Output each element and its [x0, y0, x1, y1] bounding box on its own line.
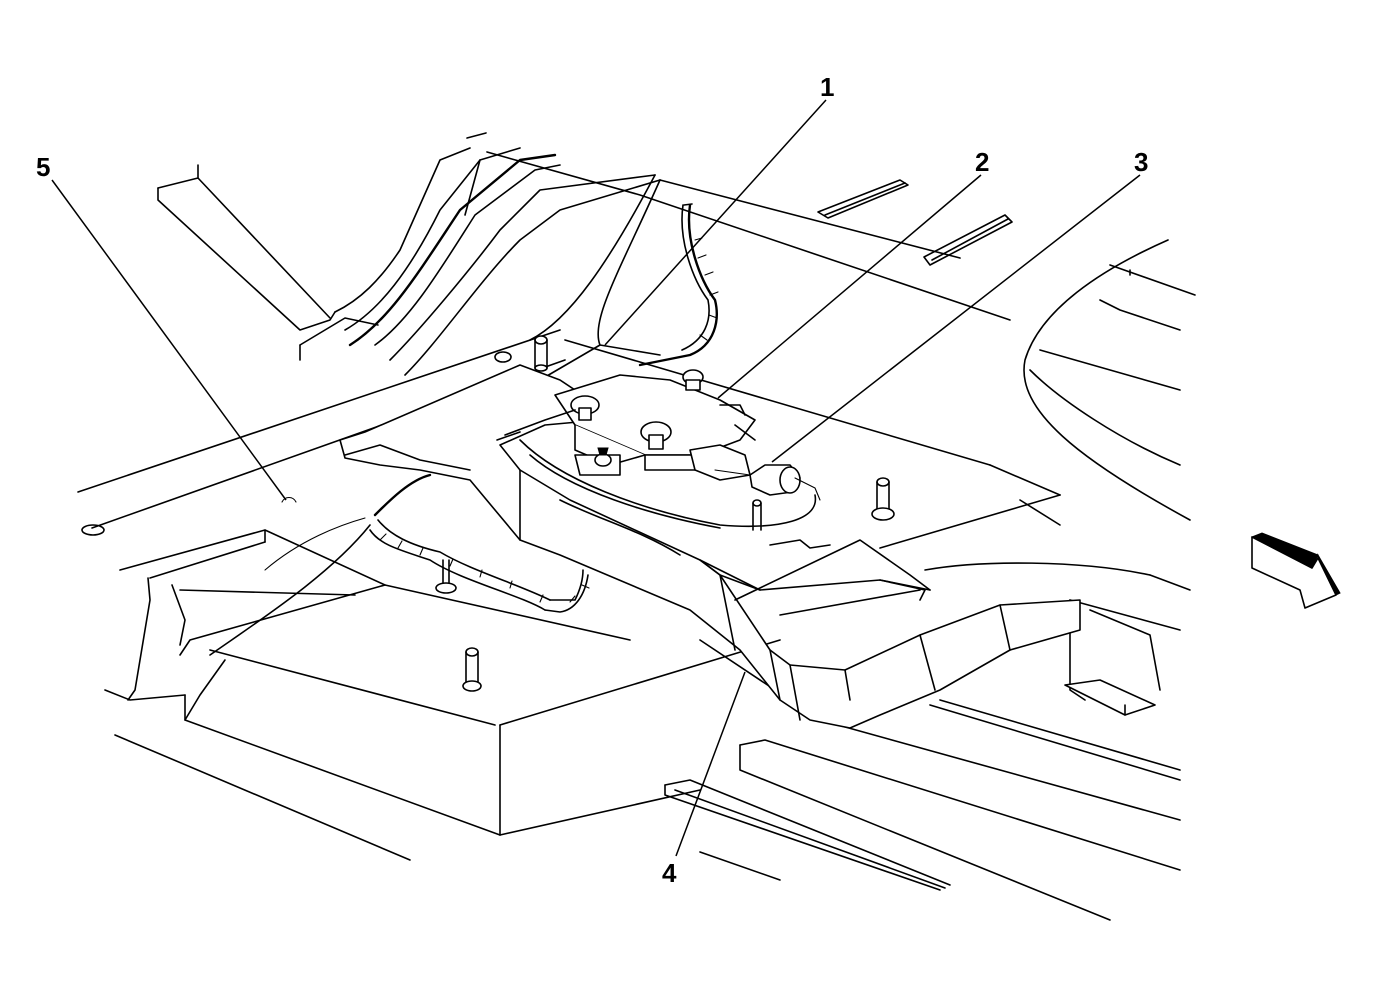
mounting-studs [81, 335, 895, 692]
stud [871, 477, 895, 521]
wiring-harness [264, 203, 719, 613]
fuel-tank-platform [104, 524, 781, 861]
leader-4 [675, 671, 746, 857]
floor-pan [77, 132, 1196, 921]
leader-1 [604, 99, 827, 346]
leader-3 [771, 174, 1141, 463]
stud [462, 647, 482, 692]
sensor-module [519, 369, 821, 529]
callout-4: 4 [662, 858, 677, 888]
stud [752, 499, 762, 531]
leader-2 [717, 174, 982, 399]
leader-5 [51, 179, 287, 501]
callout-1: 1 [820, 72, 834, 102]
callout-2: 2 [975, 147, 989, 177]
stud [435, 559, 457, 594]
front-direction-arrow-icon [1250, 532, 1341, 609]
stud [534, 335, 548, 372]
leader-lines [51, 99, 1141, 857]
callout-labels: 1 2 3 4 5 [36, 72, 1148, 888]
callout-5: 5 [36, 152, 50, 182]
callout-3: 3 [1134, 147, 1148, 177]
